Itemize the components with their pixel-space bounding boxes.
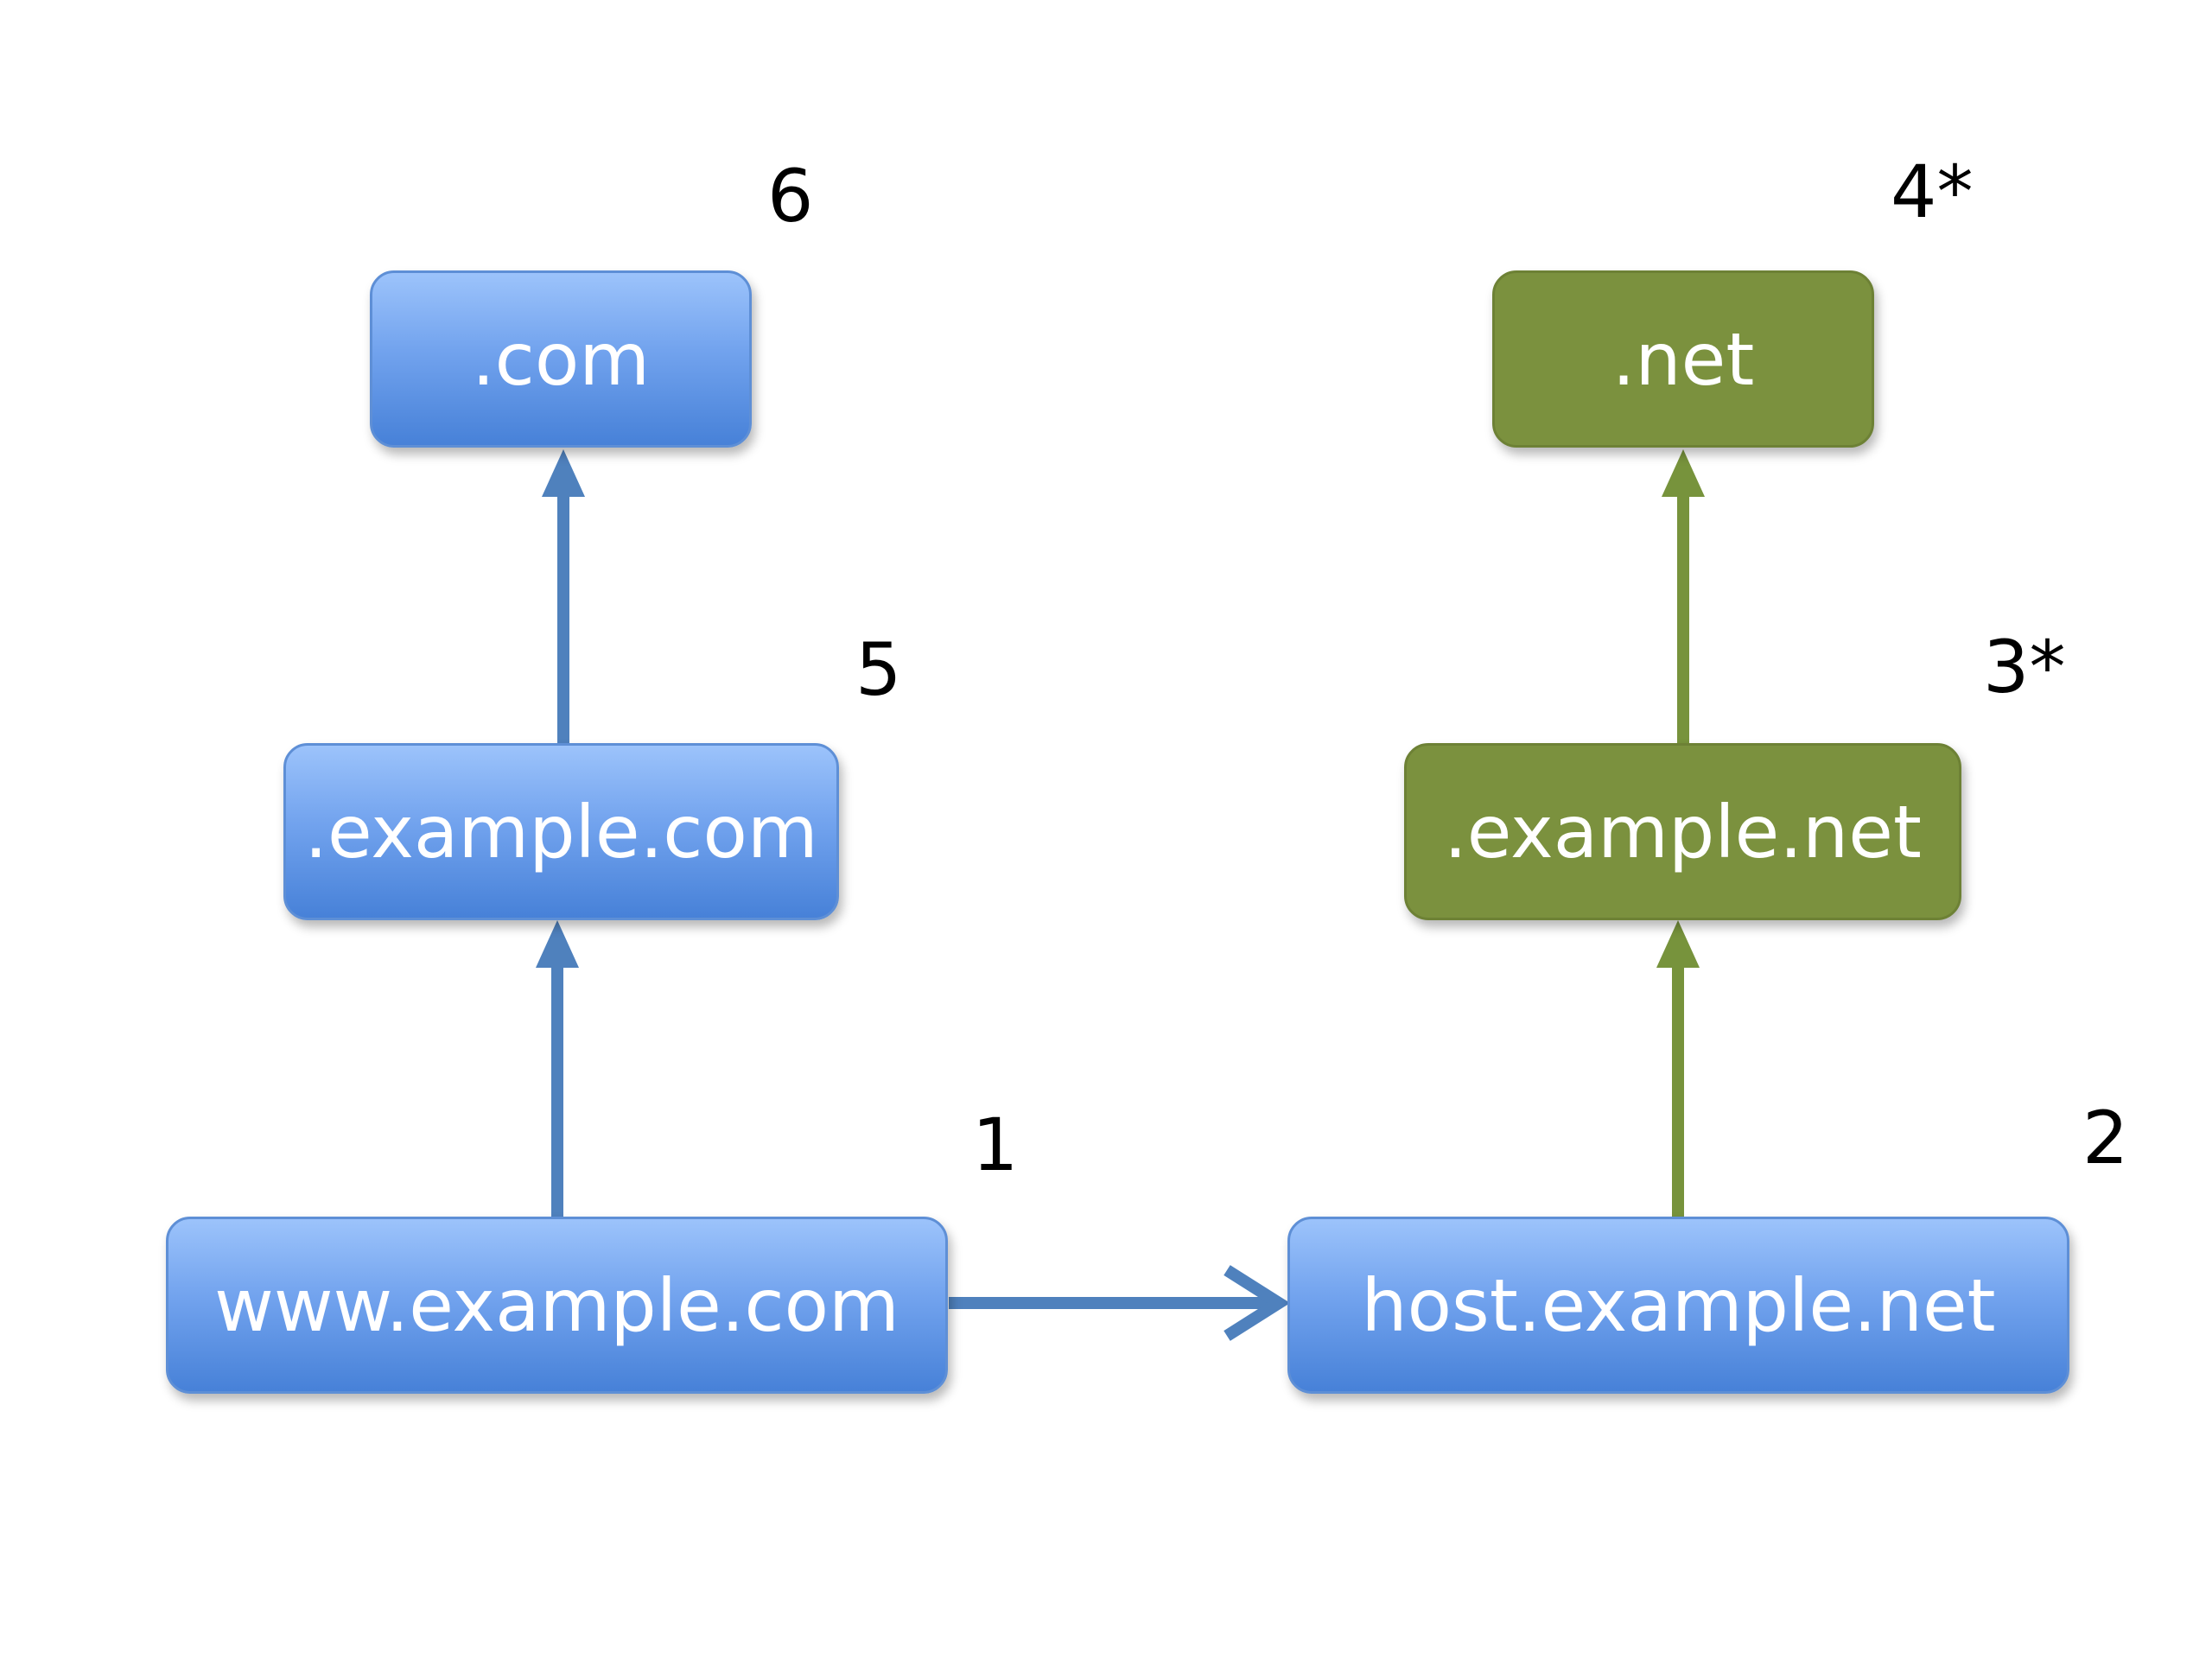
arrow-www-to-example-com (536, 920, 579, 1218)
step-label-example-net: 3* (1983, 625, 2066, 709)
arrow-www-to-host-net (949, 1265, 1291, 1341)
node-www-example-com-label: www.example.com (214, 1262, 899, 1348)
step-label-example-com: 5 (855, 627, 902, 712)
arrow-host-net-to-example-net (1656, 920, 1700, 1218)
node-host-example-net: host.example.net (1287, 1217, 2069, 1394)
node-com: .com (370, 270, 752, 448)
step-label-net: 4* (1891, 149, 1974, 234)
node-example-com-label: .example.com (304, 789, 818, 874)
node-com-label: .com (471, 316, 651, 402)
node-host-example-net-label: host.example.net (1361, 1262, 1996, 1348)
node-net: .net (1492, 270, 1874, 448)
node-example-com: .example.com (283, 743, 839, 920)
step-label-host-example-net: 2 (2082, 1096, 2129, 1180)
node-example-net: .example.net (1404, 743, 1961, 920)
node-net-label: .net (1611, 316, 1755, 402)
node-www-example-com: www.example.com (166, 1217, 948, 1394)
step-label-com: 6 (767, 154, 814, 238)
arrow-example-com-to-com (542, 449, 585, 743)
arrow-example-net-to-net (1662, 449, 1705, 743)
node-example-net-label: .example.net (1444, 789, 1922, 874)
step-label-www-example-com: 1 (972, 1103, 1019, 1187)
